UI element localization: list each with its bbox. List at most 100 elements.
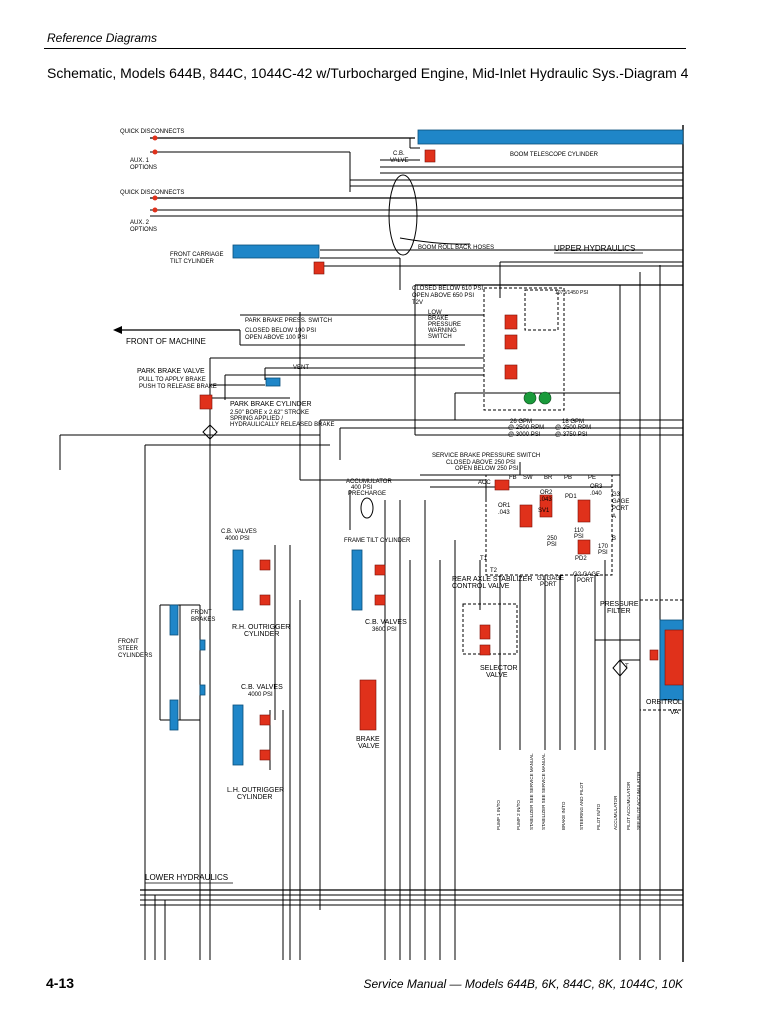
label-front-steer-2: STEER <box>118 646 139 652</box>
label-sb-open: OPEN BELOW 250 PSI <box>455 466 519 472</box>
label-front-steer-1: FRONT <box>118 639 139 645</box>
label-port-pe: PE <box>588 475 596 481</box>
label-rot-9: PILOT ACCUMULATOR <box>626 781 631 830</box>
label-quick-disconnects-1: QUICK DISCONNECTS <box>120 129 184 135</box>
label-front-steer-3: CYLINDERS <box>118 653 152 659</box>
label-pull-to-apply: PULL TO APPLY BRAKE <box>139 377 206 383</box>
label-acc-psi: 400 PSI <box>351 485 373 491</box>
label-or1-val: .043 <box>498 510 510 516</box>
label-rot-4: STABILIZER SEE SERVICE MANUAL <box>541 753 546 830</box>
label-26-psi: @ 3000 PSI <box>508 432 541 438</box>
label-aux2: AUX. 2 <box>130 220 150 226</box>
label-cb-valves-b: C.B. VALVES <box>241 684 283 691</box>
label-18-rpm: @ 2500 RPM <box>555 425 591 431</box>
label-rh-outrigger-1: R.H. OUTRIGGER <box>232 624 290 631</box>
label-26-gpm: 26 GPM <box>510 419 532 425</box>
label-push-to-release: PUSH TO RELEASE BRAKE <box>139 384 217 390</box>
label-pb-open: OPEN ABOVE 100 PSI <box>245 335 307 341</box>
label-rot-10: SEE PILOT ACCUMULATOR <box>636 771 641 830</box>
label-lower-hydraulics: LOWER HYDRAULICS <box>145 873 228 882</box>
label-t1: T1 <box>480 556 488 562</box>
label-rot-3: STABILIZER SEE SERVICE MANUAL <box>529 753 534 830</box>
label-t2v: T2V <box>412 300 423 306</box>
label-service-brake-switch: SERVICE BRAKE PRESSURE SWITCH <box>432 453 540 459</box>
label-pbc-2: SPRING APPLIED / <box>230 416 283 422</box>
label-lh-outrigger-1: L.H. OUTRIGGER <box>227 787 284 794</box>
label-or2: OR2 <box>540 490 553 496</box>
label-rot-2: PUMP 2 IN/TO <box>516 800 521 830</box>
label-g3-gage: G3 <box>612 492 621 498</box>
label-aux1: AUX. 1 <box>130 158 150 164</box>
label-250: 250 <box>547 536 558 542</box>
label-110: 110 <box>574 528 584 534</box>
manual-footer: Service Manual — Models 644B, 6K, 844C, … <box>363 977 683 991</box>
label-rot-5: BRAKE IN/TO <box>561 801 566 830</box>
label-cb-valves-a-psi: 4000 PSI <box>225 536 250 542</box>
label-pressure-filter-2: FILTER <box>607 608 631 615</box>
label-or3: OR3 <box>590 484 603 490</box>
label-port-br: BR <box>544 475 553 481</box>
label-park-brake-valve: PARK BRAKE VALVE <box>137 368 205 375</box>
label-rear-axle-1: REAR AXLE STABILIZER <box>452 576 532 583</box>
label-g1-gage: G1 GAGE <box>537 576 564 582</box>
hydraulic-schematic: QUICK DISCONNECTS AUX. 1 OPTIONS QUICK D… <box>0 100 768 962</box>
label-26-rpm: @ 2500 RPM <box>508 425 544 431</box>
label-pd1: PD1 <box>565 494 577 500</box>
label-aux2-options: OPTIONS <box>130 227 157 233</box>
label-170: 170 <box>598 544 609 550</box>
label-pressure: PRESSURE <box>428 322 461 328</box>
label-selector-valve-1: SELECTOR <box>480 665 518 672</box>
label-rh-outrigger-2: CYLINDER <box>244 631 279 638</box>
label-selector-valve-2: VALVE <box>486 672 508 679</box>
label-brake-valve-1: BRAKE <box>356 736 380 743</box>
label-boom-roll-hoses: BOOM ROLL BACK HOSES <box>418 245 494 251</box>
label-port-pb: PB <box>564 475 572 481</box>
label-250-psi: PSI <box>547 542 557 548</box>
label-tilt-cylinder: TILT CYLINDER <box>170 259 214 265</box>
label-frame-tilt: FRAME TILT CYLINDER <box>344 538 411 544</box>
label-cb-valves-ft-psi: 3600 PSI <box>372 627 397 633</box>
label-18-gpm: 18 GPM <box>562 419 584 425</box>
page-title: Schematic, Models 644B, 844C, 1044C-42 w… <box>47 65 689 81</box>
label-park-brake-switch: PARK BRAKE PRESS. SWITCH <box>245 318 332 324</box>
label-port-t: T <box>625 664 629 670</box>
label-rot-8: ACCUMULATOR <box>613 795 618 830</box>
label-pd2: PD2 <box>575 556 587 562</box>
label-accumulator: ACCUMULATOR <box>346 479 392 485</box>
label-sb-closed: CLOSED ABOVE 250 PSI <box>446 460 516 466</box>
label-port-b: B <box>612 536 616 542</box>
label-boom-telescope: BOOM TELESCOPE CYLINDER <box>510 152 599 158</box>
label-brake-valve-2: VALVE <box>358 743 380 750</box>
label-park-brake-cylinder: PARK BRAKE CYLINDER <box>230 401 312 408</box>
label-closed-below-1: CLOSED BELOW 610 PSI <box>412 286 483 292</box>
label-cb-valves-ft: C.B. VALVES <box>365 619 407 626</box>
label-upper-hydraulics: UPPER HYDRAULICS <box>554 244 635 253</box>
label-front-brakes-2: BRAKES <box>191 617 215 623</box>
label-quick-disconnects-2: QUICK DISCONNECTS <box>120 190 184 196</box>
label-front-brakes-1: FRONT <box>191 610 212 616</box>
label-or2-val: .043 <box>540 497 552 503</box>
label-18-psi: @ 3750 PSI <box>555 432 588 438</box>
label-g2-gage: G2 GAGE <box>573 572 600 578</box>
label-pressure-filter-1: PRESSURE <box>600 601 639 608</box>
label-warning: WARNING <box>428 328 457 334</box>
label-aux1-options: OPTIONS <box>130 165 157 171</box>
label-switch: SWITCH <box>428 334 452 340</box>
label-cb-valves-b-psi: 4000 PSI <box>248 692 273 698</box>
label-port-a: A <box>612 514 616 520</box>
label-170-psi: PSI <box>598 550 608 556</box>
label-sv1: SV1 <box>538 508 550 514</box>
label-or1: OR1 <box>498 503 511 509</box>
label-cb-valve: C.B. <box>393 151 405 157</box>
label-port-fb: FB <box>509 475 517 481</box>
label-brake: BRAKE <box>428 316 448 322</box>
label-rear-axle-2: CONTROL VALVE <box>452 583 510 590</box>
label-g1-port: PORT <box>540 582 557 588</box>
label-front-carriage: FRONT CARRIAGE <box>170 252 224 258</box>
label-relief-top: 1075/1450 PSI <box>555 290 588 296</box>
label-orbitrol: ORBITROL <box>646 699 682 706</box>
label-or3-val: .040 <box>590 491 602 497</box>
label-cb-valve-2: VALVE <box>390 158 408 164</box>
label-rot-7: PILOT IN/TO <box>596 803 601 830</box>
label-port-acc: ACC <box>478 480 491 486</box>
